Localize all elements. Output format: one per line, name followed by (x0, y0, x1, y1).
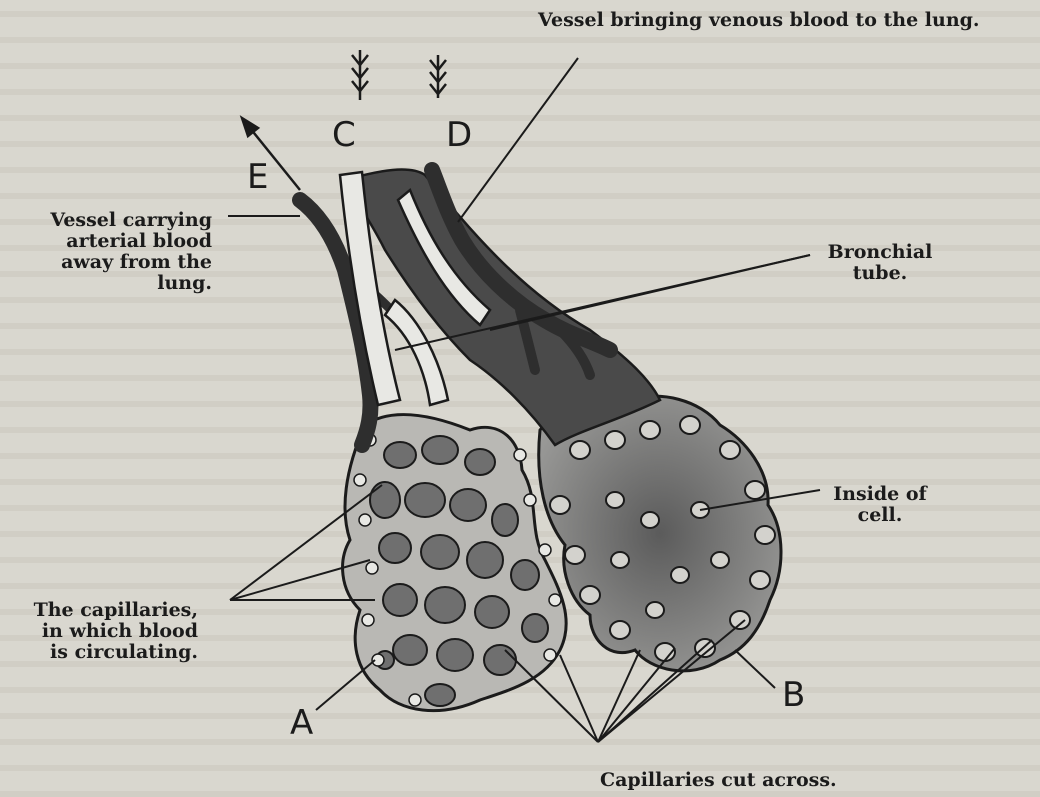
letter-c: C (332, 118, 356, 152)
label-bronchial-tube: Bronchial tube. (820, 242, 940, 284)
label-capillaries-circulating: The capillaries, in which blood is circu… (8, 600, 198, 663)
label-inside-cell: Inside of cell. (820, 484, 940, 526)
label-arterial-vessel: Vessel carrying arterial blood away from… (12, 210, 212, 294)
letter-e: E (247, 160, 268, 194)
letter-b: B (782, 678, 805, 712)
letter-a: A (290, 706, 313, 740)
label-venous-vessel: Vessel bringing venous blood to the lung… (538, 10, 980, 31)
letter-d: D (446, 118, 472, 152)
label-capillaries-cut: Capillaries cut across. (600, 770, 837, 791)
